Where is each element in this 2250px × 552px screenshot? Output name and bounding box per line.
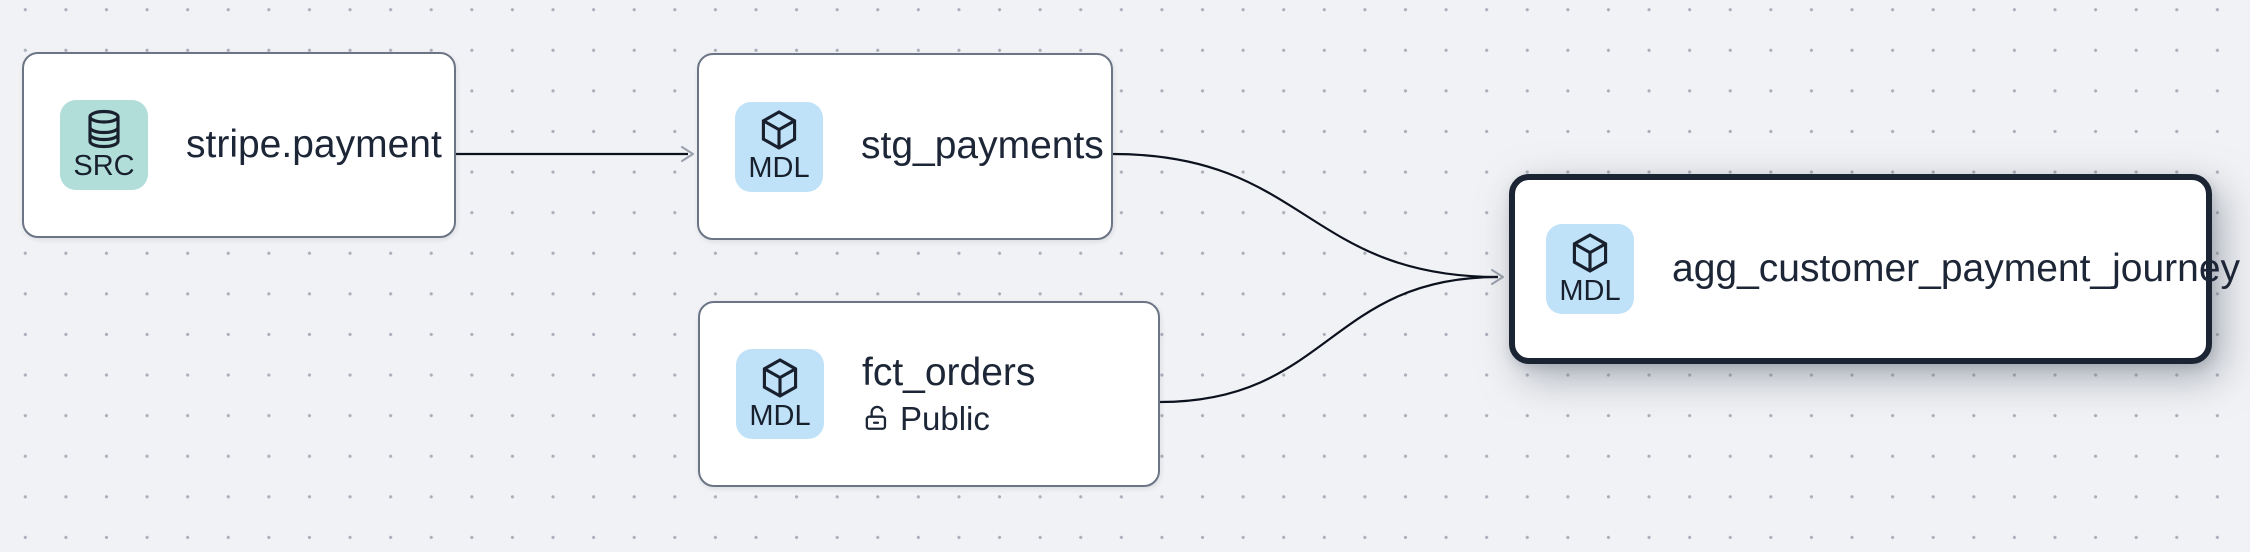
- access-level-label: Public: [900, 399, 990, 437]
- node-title: agg_customer_payment_journey: [1672, 246, 2241, 290]
- badge-label: SRC: [73, 149, 135, 182]
- model-badge: MDL: [1546, 224, 1634, 314]
- lineage-node-stripe-payment[interactable]: SRC stripe.payment: [22, 52, 456, 238]
- badge-label: MDL: [1559, 274, 1621, 307]
- model-badge: MDL: [735, 101, 823, 192]
- database-icon: [88, 109, 120, 148]
- lineage-node-stg-payments[interactable]: MDL stg_payments: [697, 53, 1113, 240]
- node-title: fct_orders: [862, 350, 1036, 394]
- node-title: stg_payments: [861, 124, 1104, 168]
- cube-icon: [1572, 232, 1608, 273]
- cube-icon: [762, 357, 798, 398]
- badge-label: MDL: [748, 152, 810, 185]
- lock-open-icon: [865, 406, 887, 431]
- node-title: stripe.payment: [186, 122, 442, 166]
- edge-stg-payments-to-agg[interactable]: [1112, 152, 1499, 279]
- badge-label: MDL: [749, 399, 811, 432]
- source-badge: SRC: [60, 100, 148, 190]
- lineage-node-agg-customer-payment-journey[interactable]: MDL agg_customer_payment_journey: [1509, 174, 2240, 364]
- edge-fct-orders-to-agg[interactable]: [1159, 275, 1499, 404]
- cube-icon: [761, 110, 797, 150]
- lineage-node-fct-orders[interactable]: MDL fct_orders Public: [698, 301, 1160, 487]
- arrowhead-icon: [681, 146, 694, 162]
- arrowhead-icon: [1491, 269, 1504, 285]
- model-badge: MDL: [736, 349, 824, 439]
- node-access-level: Public: [862, 399, 1035, 437]
